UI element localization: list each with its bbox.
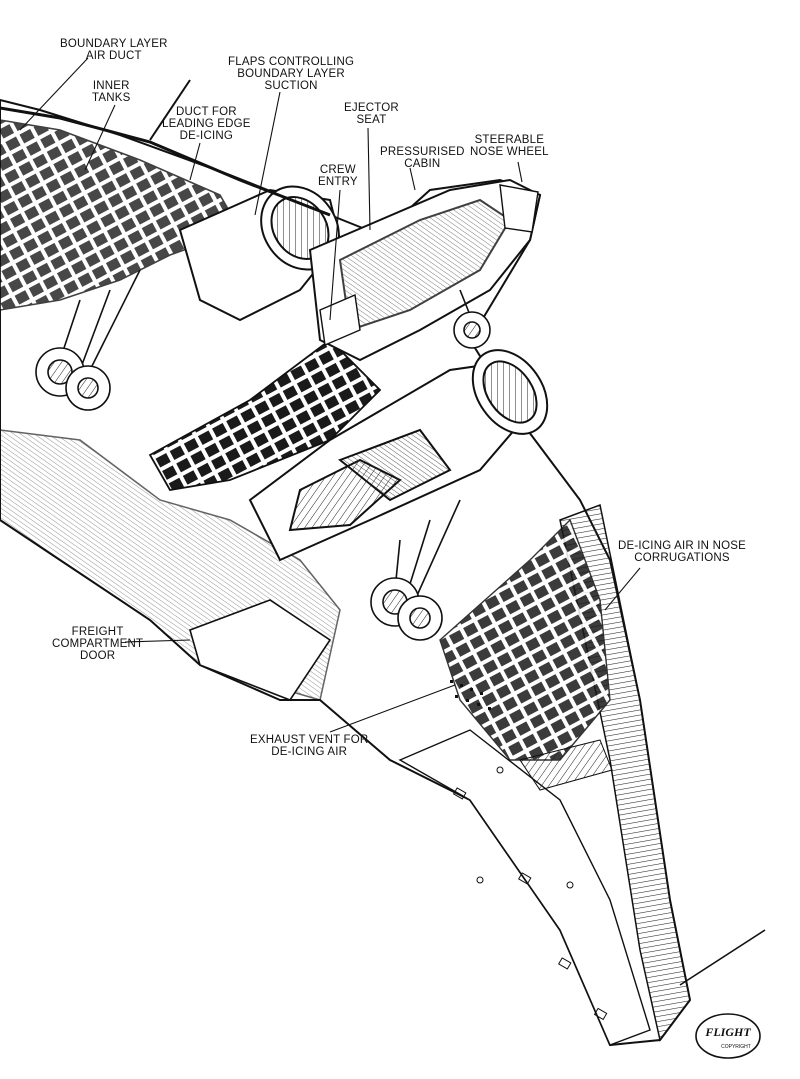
nose-gear (453, 289, 491, 349)
de-icing-duct-band (519, 739, 613, 791)
outer-wing-rib-structure (439, 518, 611, 761)
main-gear-right (370, 499, 461, 641)
flight-logo: FLIGHT COPYRIGHT (695, 1013, 761, 1059)
leading-edge-line (0, 106, 331, 217)
engine-nacelle-lower (248, 349, 549, 562)
label-ejector-seat: EJECTOR SEAT (344, 102, 399, 126)
label-deicing-nose: DE-ICING AIR IN NOSE CORRUGATIONS (618, 540, 746, 564)
aerial-mast (149, 79, 191, 141)
label-freight-door: FREIGHT COMPARTMENT DOOR (52, 626, 144, 662)
label-steerable-nose-wheel: STEERABLE NOSE WHEEL (470, 134, 549, 158)
exhaust-vent-marks (450, 680, 491, 710)
label-boundary-layer-duct: BOUNDARY LAYER AIR DUCT (60, 38, 168, 62)
engine-nacelle-upper (178, 185, 342, 322)
logo-name: FLIGHT (704, 1025, 751, 1039)
leader-lines (19, 57, 641, 733)
label-pressurised-cabin: PRESSURISED CABIN (380, 146, 465, 170)
label-crew-entry: CREW ENTRY (318, 164, 358, 188)
freight-door-panel (189, 599, 332, 701)
wingtip-probe (679, 929, 766, 986)
outer-wing-panel (398, 729, 651, 1046)
label-flaps-suction: FLAPS CONTROLLING BOUNDARY LAYER SUCTION (228, 56, 355, 92)
crew-entry-door (319, 293, 361, 347)
logo-sub: COPYRIGHT (721, 1044, 751, 1050)
main-gear-left (35, 269, 141, 411)
panel-rivets (452, 766, 608, 1021)
label-duct-leading-edge: DUCT FOR LEADING EDGE DE-ICING (162, 106, 251, 142)
label-inner-tanks: INNER TANKS (92, 80, 131, 104)
label-exhaust-vent: EXHAUST VENT FOR DE-ICING AIR (250, 734, 369, 758)
crew-nacelle (308, 178, 542, 362)
freight-bay-structure (148, 338, 382, 491)
